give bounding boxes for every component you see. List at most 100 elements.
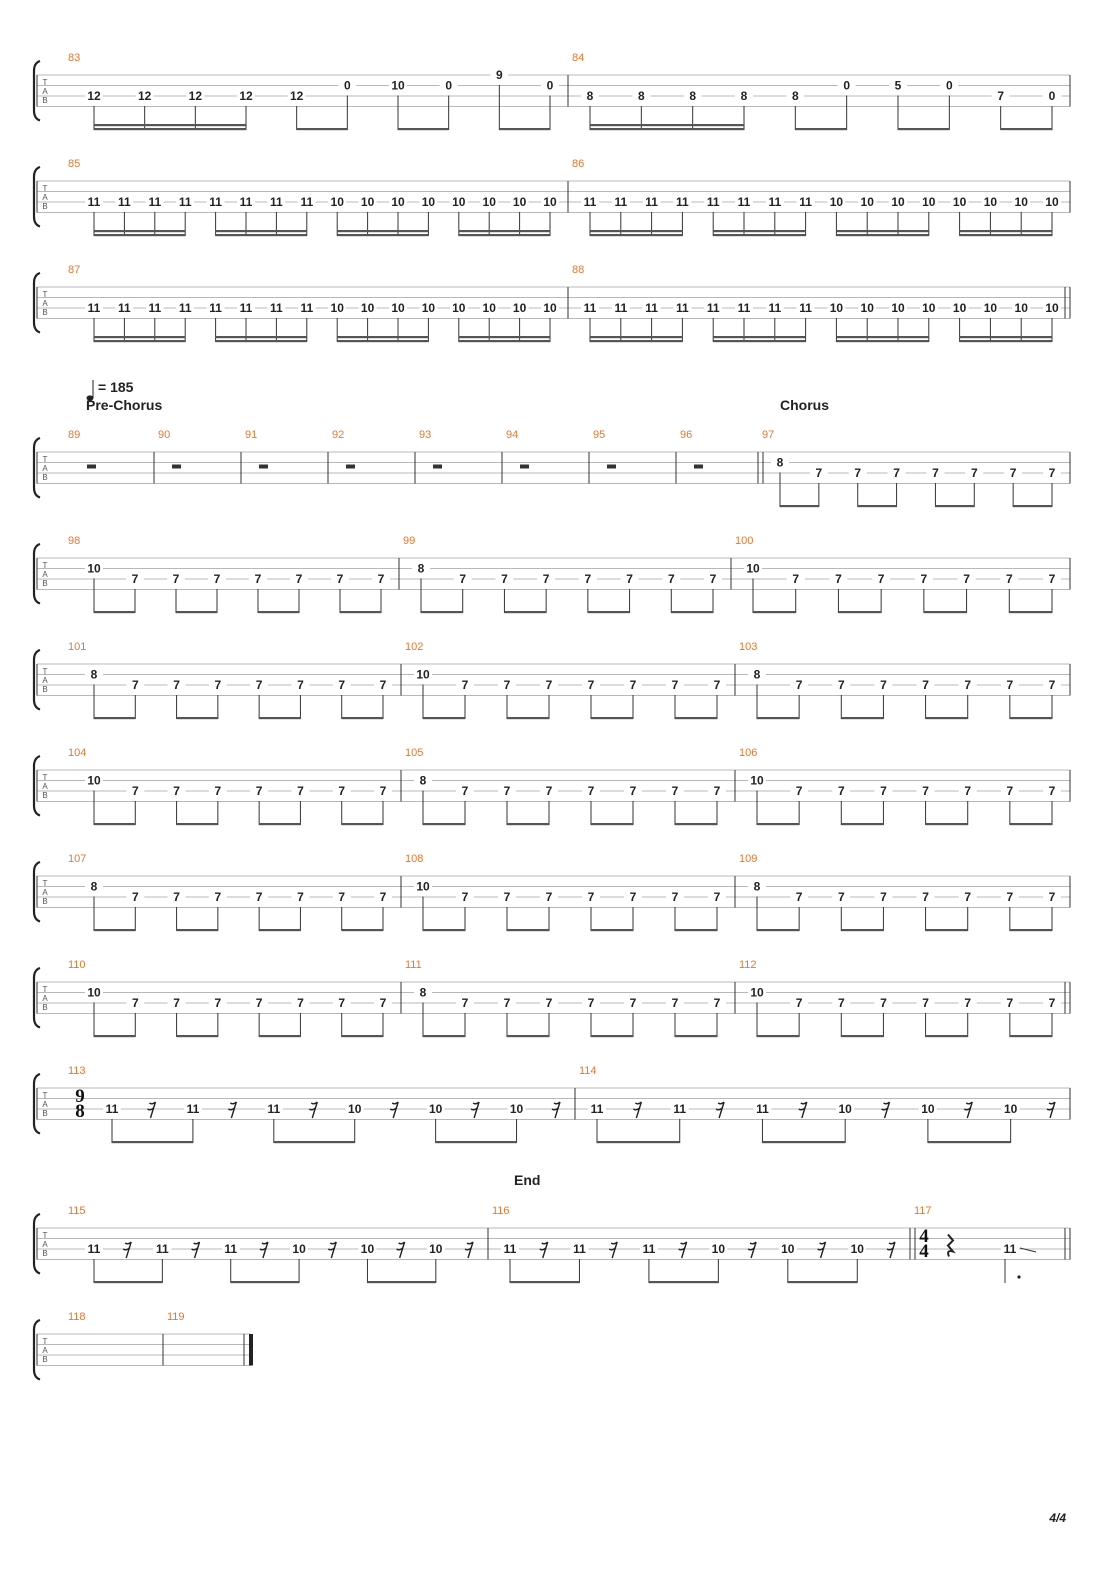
fret-number: 7: [922, 678, 929, 692]
tab-clef-letter: T: [43, 879, 48, 888]
beam: [648, 1281, 719, 1284]
beam: [423, 929, 465, 932]
fret-bg: [662, 575, 681, 586]
fret-number: 10: [861, 301, 875, 315]
fret-number: 7: [585, 572, 592, 586]
fret-bg: [1012, 304, 1031, 315]
system-bracket: [32, 271, 41, 334]
fret-bg: [332, 787, 351, 798]
beam: [507, 929, 549, 932]
fret-bg: [456, 787, 474, 798]
measure-number: 100: [735, 535, 753, 547]
fret-number: 8: [420, 774, 427, 788]
fret-bg: [389, 304, 407, 315]
quarter-rest: [946, 1233, 956, 1257]
beam: [1000, 128, 1052, 131]
fret-number: 10: [483, 301, 497, 315]
sixteenth-rest: [396, 1241, 406, 1259]
beam: [215, 336, 307, 339]
fret-bg: [176, 304, 195, 315]
fret-bg: [338, 81, 357, 93]
system-bracket: [32, 754, 41, 817]
system-bracket: [32, 648, 41, 711]
fret-number: 7: [546, 890, 553, 904]
measure-number: 91: [245, 429, 257, 441]
fret-number: 10: [922, 301, 936, 315]
fret-number: 7: [932, 466, 939, 480]
beam: [590, 340, 683, 343]
fret-bg: [919, 304, 938, 315]
sixteenth-rest: [147, 1101, 157, 1119]
fret-number: 10: [513, 301, 527, 315]
half-rest: [346, 464, 355, 469]
fret-bg: [1004, 469, 1023, 480]
fret-number: 11: [300, 301, 313, 315]
fret-bg: [704, 198, 723, 209]
tab-clef-letter: B: [42, 1249, 47, 1258]
fret-bg: [786, 92, 805, 103]
fret-bg: [126, 575, 144, 586]
fret-bg: [874, 999, 893, 1010]
beam: [215, 340, 307, 343]
fret-number: 11: [224, 1242, 237, 1256]
beam: [757, 823, 800, 826]
fret-bg: [926, 469, 945, 480]
fret-number: 7: [173, 890, 180, 904]
fret-bg: [135, 92, 154, 103]
fret-number: 7: [297, 678, 304, 692]
tab-clef-letter: B: [42, 685, 47, 694]
fret-bg: [103, 1105, 121, 1116]
fret-number: 11: [300, 195, 313, 209]
fret-bg: [786, 575, 805, 586]
fret-bg: [916, 893, 935, 904]
measure: 90: [158, 429, 181, 469]
measure-number: 95: [593, 429, 605, 441]
tab-clef-letter: T: [43, 1337, 48, 1346]
fret-bg: [249, 575, 267, 586]
fret-number: 7: [256, 890, 263, 904]
fret-bg: [85, 988, 103, 1000]
fret-number: 7: [296, 572, 303, 586]
fret-bg: [950, 198, 969, 209]
fret-bg: [541, 198, 559, 209]
fret-number: 7: [880, 996, 887, 1010]
sixteenth-rest: [817, 1241, 827, 1259]
fret-number: 11: [707, 195, 720, 209]
fret-bg: [827, 198, 846, 209]
beam: [713, 340, 806, 343]
beam: [423, 823, 465, 826]
fret-bg: [858, 304, 877, 315]
fret-bg: [624, 999, 642, 1010]
beam: [94, 230, 186, 233]
measure-number: 108: [405, 853, 423, 865]
fret-bg: [297, 198, 316, 209]
fret-number: 7: [215, 890, 222, 904]
fret-number: 10: [750, 986, 764, 1000]
fret-number: 11: [240, 195, 253, 209]
beam: [1009, 717, 1052, 720]
fret-bg: [290, 575, 308, 586]
beam: [597, 1141, 680, 1144]
measure-number: 113: [68, 1065, 86, 1077]
beam: [591, 929, 633, 932]
fret-bg: [735, 304, 753, 315]
fret-bg: [453, 575, 472, 586]
beam: [176, 611, 217, 614]
fret-bg: [126, 787, 145, 798]
fret-number: 10: [1045, 301, 1059, 315]
sixteenth-rest: [464, 1241, 474, 1259]
fret-bg: [582, 681, 600, 692]
fret-number: 7: [504, 784, 511, 798]
sixteenth-rest: [191, 1241, 201, 1259]
fret-number: 0: [946, 79, 953, 93]
time-signature-numerator: 9: [75, 1086, 85, 1107]
fret-bg: [778, 1245, 797, 1256]
beam: [176, 1035, 218, 1038]
barline-final-thick: [249, 1334, 253, 1366]
fret-bg: [708, 893, 726, 904]
tab-clef-letter: T: [43, 455, 48, 464]
